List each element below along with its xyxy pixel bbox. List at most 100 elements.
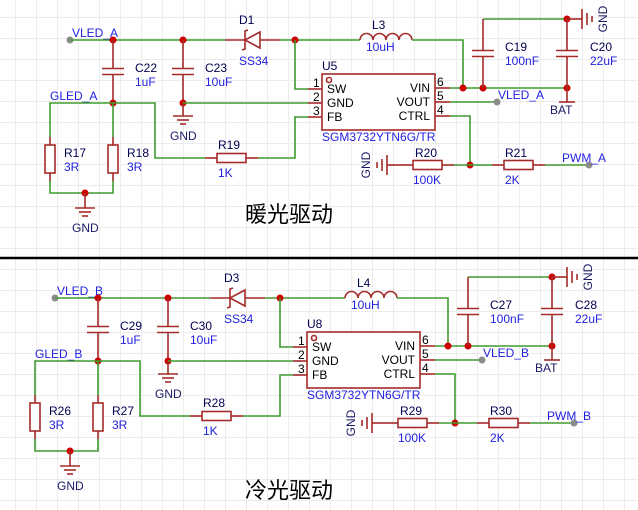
wire (34, 439, 99, 452)
wire (49, 102, 205, 159)
net-port-vout (478, 356, 486, 364)
c-in1-ref: C22 (135, 61, 157, 75)
gnd-r-pd-label: GND (344, 409, 358, 436)
net-label-gled: GLED_B (35, 347, 82, 361)
r-b-value: 3R (127, 160, 143, 174)
resistor-r-fb (216, 152, 247, 164)
driver-circuit-0: VLED_AD1SS34L310uHC221uFC2310uFGNDGLED_A… (44, 5, 617, 235)
r-pd-value: 100K (398, 431, 426, 445)
r-ser-value: 2K (490, 431, 505, 445)
resistor-r-b (107, 144, 119, 174)
c-out2-ref: C28 (575, 298, 597, 312)
junction-dot (444, 342, 452, 350)
net-label-vout: VLED_B (483, 346, 529, 360)
diode-symbol (228, 288, 246, 308)
r-b-ref: R27 (112, 404, 134, 418)
r-a-value: 3R (49, 418, 65, 432)
ic-pin-name: CTRL (399, 109, 431, 123)
ic-pin-number: 2 (313, 90, 320, 104)
gnd-r-pd-label: GND (359, 151, 373, 178)
c-in1-ref: C29 (120, 319, 142, 333)
gnd-c-in2-label: GND (155, 387, 182, 401)
ic-pin-number: 3 (298, 362, 305, 376)
ic-pin-name: GND (312, 354, 339, 368)
net-label-bat: BAT (535, 361, 558, 375)
section-title-cold: 冷光驱动 (245, 479, 333, 504)
diode-cathode-bar (226, 287, 234, 309)
wire (49, 181, 114, 194)
r-ser-ref: R21 (505, 146, 527, 160)
net-label-bat: BAT (550, 103, 573, 117)
ic-pin-number: 3 (313, 104, 320, 118)
c-in2-value: 10uF (205, 75, 232, 89)
net-label-gled: GLED_A (50, 89, 97, 103)
c-out1-ref: C19 (505, 40, 527, 54)
resistor-r-ser (488, 417, 519, 429)
ic-pin-name: FB (327, 110, 342, 124)
wire (435, 373, 456, 423)
inductor-ref: L3 (372, 18, 386, 32)
diode-ref: D3 (224, 271, 240, 285)
ic-pin-name: GND (327, 96, 354, 110)
inductor-value: 10uH (351, 298, 380, 312)
ic-pin-name: VOUT (397, 95, 431, 109)
wire (412, 39, 464, 88)
r-fb-ref: R28 (203, 396, 225, 410)
ic-pin-name: VOUT (382, 353, 416, 367)
r-fb-value: 1K (218, 166, 233, 180)
c-out1-value: 100nF (505, 54, 539, 68)
wire (450, 115, 471, 165)
c-out2-value: 22uF (590, 54, 617, 68)
junction-dot (459, 84, 467, 92)
ic-part-number: SGM3732YTN6G/TR (322, 130, 436, 144)
net-port-vout (493, 98, 501, 106)
wire (243, 374, 293, 417)
gnd-c-out-label: GND (581, 263, 595, 290)
wire (258, 116, 308, 159)
ic-pin-number: 6 (437, 75, 444, 89)
resistor-r-a (29, 402, 41, 432)
ic-pin-number: 5 (422, 347, 429, 361)
ic-pin-name: CTRL (384, 367, 416, 381)
resistor-r-ser (503, 159, 534, 171)
net-port-pwm (585, 161, 593, 169)
r-pd-value: 100K (413, 173, 441, 187)
net-label-pwm: PWM_A (562, 151, 606, 165)
r-a-ref: R26 (49, 404, 71, 418)
ic-pin-number: 1 (298, 334, 305, 348)
r-pd-ref: R29 (400, 404, 422, 418)
r-a-ref: R17 (64, 146, 86, 160)
resistor-r-fb (201, 410, 232, 422)
inductor-symbol (344, 290, 398, 299)
r-b-value: 3R (112, 418, 128, 432)
ic-pin-number: 1 (313, 76, 320, 90)
c-out2-value: 22uF (575, 312, 602, 326)
ic-ref: U8 (307, 317, 323, 331)
r-fb-ref: R19 (218, 138, 240, 152)
wire (294, 40, 308, 90)
gnd-c-in2-label: GND (170, 129, 197, 143)
net-label-vout: VLED_A (498, 88, 544, 102)
resistor-r-b (92, 402, 104, 432)
c-in2-value: 10uF (190, 333, 217, 347)
ic-pin-name: FB (312, 368, 327, 382)
ic-pin-name: VIN (410, 81, 430, 95)
r-b-ref: R18 (127, 146, 149, 160)
inductor-symbol (359, 32, 413, 41)
ic-pin-number: 6 (422, 333, 429, 347)
ic-pin-name: SW (327, 82, 347, 96)
diode-ref: D1 (239, 13, 255, 27)
inductor-value: 10uH (366, 40, 395, 54)
resistor-r-pd (397, 417, 428, 429)
diode-cathode-bar (241, 29, 249, 51)
diode-symbol (243, 30, 261, 50)
ic-pin-name: SW (312, 340, 332, 354)
resistor-r-a (44, 144, 56, 174)
section-title-warm: 暖光驱动 (245, 203, 333, 228)
ic-pin-number: 4 (422, 361, 429, 375)
c-out1-ref: C27 (490, 298, 512, 312)
ic-pin-name: VIN (395, 339, 415, 353)
net-label-vin: VLED_A (72, 26, 118, 40)
r-fb-value: 1K (203, 424, 218, 438)
